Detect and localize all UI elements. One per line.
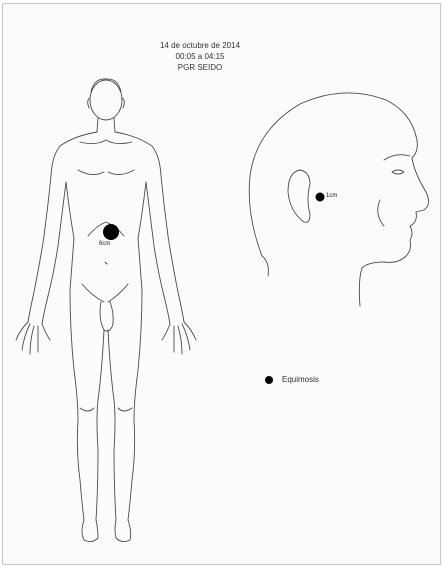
body-inner-arm-left — [42, 182, 66, 324]
head-profile-figure — [249, 93, 428, 306]
body-leg-outer-right — [128, 290, 142, 520]
profile-neck-back — [262, 256, 268, 276]
body-knee-left — [80, 408, 94, 411]
injury-label-abdomen: 6cm — [99, 241, 110, 247]
legend-marker — [265, 376, 273, 384]
body-hand-right — [162, 322, 196, 354]
body-side-right — [138, 182, 146, 290]
body-clavicle — [80, 140, 132, 144]
body-knee-right — [118, 408, 132, 411]
injury-label-head: 1cm — [326, 193, 337, 199]
profile-mouth — [384, 212, 416, 262]
body-inner-arm-right — [146, 182, 170, 324]
body-navel — [105, 262, 107, 264]
body-torso-right — [115, 132, 184, 322]
injury-mark-head — [316, 193, 325, 202]
profile-cheek — [378, 200, 384, 226]
body-genitals — [100, 302, 113, 331]
body-hand-left — [16, 322, 50, 354]
profile-eye — [392, 170, 404, 174]
body-head — [90, 80, 122, 120]
body-leg-inner-right — [108, 330, 116, 520]
body-leg-inner-left — [96, 330, 104, 520]
body-foot-left — [82, 520, 98, 542]
profile-forehead — [412, 136, 417, 158]
injury-mark-abdomen — [103, 224, 119, 240]
body-groin — [82, 284, 128, 302]
body-torso-left — [28, 132, 97, 322]
profile-jaw — [359, 262, 384, 306]
body-chest — [78, 170, 134, 175]
body-front-figure — [16, 79, 196, 542]
body-side-left — [66, 182, 74, 290]
profile-nose — [412, 158, 429, 212]
body-foot-right — [115, 520, 131, 542]
profile-ear — [288, 170, 310, 222]
profile-brow — [384, 155, 410, 160]
body-leg-outer-left — [70, 290, 84, 520]
legend-label: Equimosis — [282, 375, 319, 384]
profile-skull — [249, 93, 416, 256]
